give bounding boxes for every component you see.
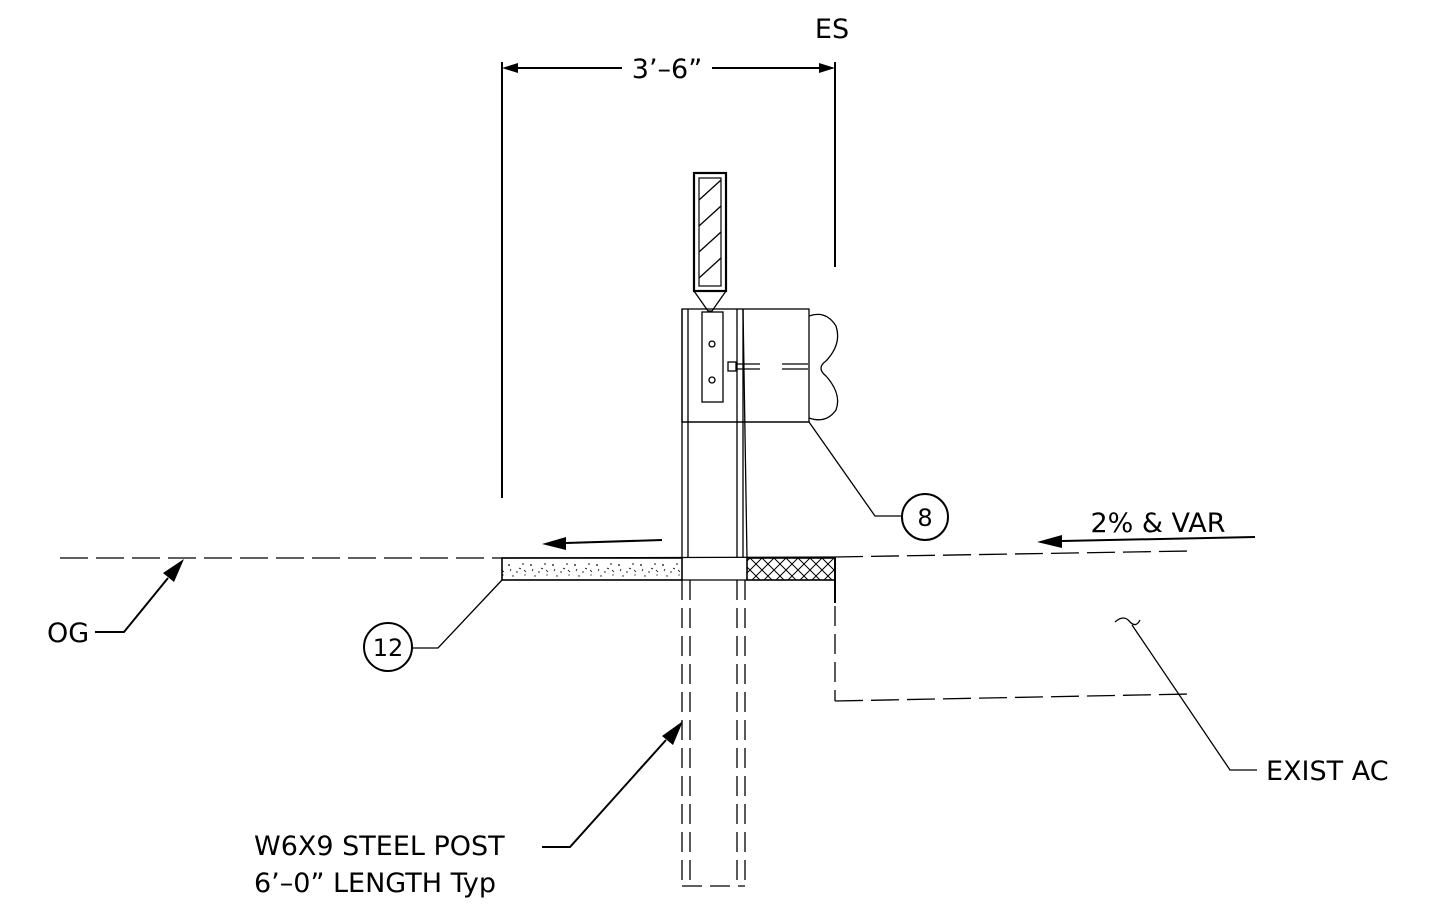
blockout xyxy=(681,308,810,423)
slope-arrow-right xyxy=(1037,535,1062,548)
post-callout: W6X9 STEEL POST 6’–0” LENGTH Typ xyxy=(254,721,683,899)
post-label-line1: W6X9 STEEL POST xyxy=(254,831,505,862)
og-callout: OG xyxy=(47,559,184,649)
callout-bubble-8 xyxy=(901,493,949,541)
callout-8: 8 xyxy=(808,421,949,541)
dimension-text: 3’–6” xyxy=(632,54,702,85)
delineator-panel xyxy=(692,171,728,293)
delineator xyxy=(692,171,728,312)
slope-label: 2% & VAR xyxy=(1090,508,1225,539)
callout-number-12: 12 xyxy=(373,634,404,662)
delineator-mount xyxy=(693,290,727,312)
bracket-plate xyxy=(701,311,724,403)
concrete-pad xyxy=(501,557,683,581)
og-arrow xyxy=(163,559,184,582)
callout-number-8: 8 xyxy=(917,504,932,532)
es-label: ES xyxy=(815,14,849,45)
break-symbol xyxy=(1114,617,1141,626)
dimension-arrow-left xyxy=(502,63,518,73)
dimension-group: 3’–6” ES xyxy=(501,14,849,498)
post-label-line2: 6’–0” LENGTH Typ xyxy=(254,868,496,899)
slope-arrows: 2% & VAR xyxy=(542,508,1256,550)
blockout-and-rail xyxy=(681,308,839,423)
steel-post xyxy=(681,308,748,887)
shoulder-grade-line xyxy=(834,550,1191,558)
dimension-arrow-right xyxy=(819,63,835,73)
crosshatch-block xyxy=(746,557,836,581)
existing-ac-outline xyxy=(834,606,1191,702)
callout-12: 12 xyxy=(363,579,503,672)
callout-bubble-12 xyxy=(363,622,413,672)
exist-ac-label: EXIST AC xyxy=(1266,756,1389,787)
w-beam-rail xyxy=(808,313,839,421)
post-arrow xyxy=(662,721,683,745)
bolt xyxy=(727,361,737,372)
exist-ac-callout: EXIST AC xyxy=(1114,617,1389,787)
slope-arrow-left xyxy=(542,537,566,550)
og-label: OG xyxy=(47,618,89,649)
ground-lines xyxy=(60,550,1191,559)
